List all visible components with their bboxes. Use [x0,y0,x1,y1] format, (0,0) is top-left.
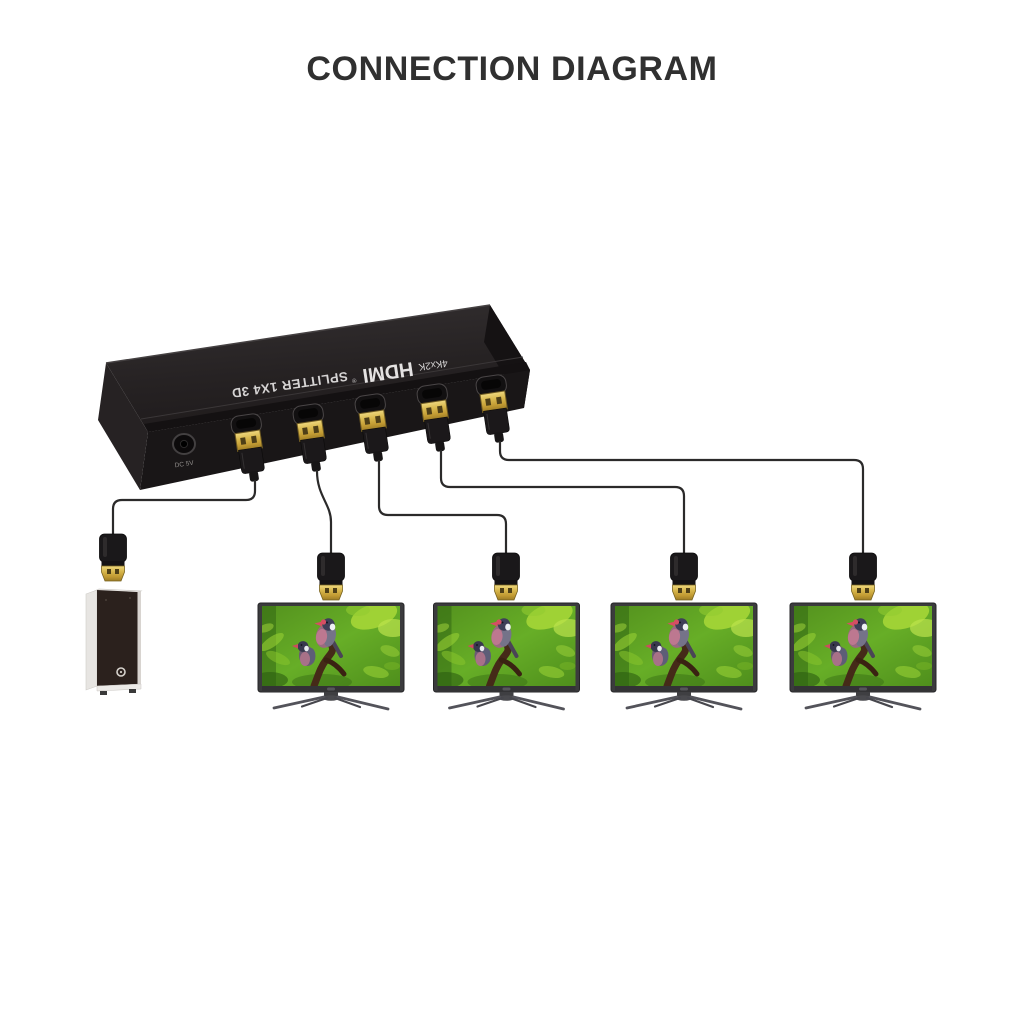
print-brand-mark: ® [351,376,357,384]
hdmi-plug-tv-3 [670,552,698,601]
hdmi-plug-tv-2 [492,552,520,601]
dc-power-label: DC 5V [174,460,195,470]
pc-front-panel [97,590,138,686]
hdmi-plug-source [99,533,127,582]
cable-output2-to-tv2 [377,459,508,555]
splitter-top-face [106,305,530,432]
print-prefix: 4Kx2K [417,357,448,372]
pc-power-button [116,667,126,677]
tv-3 [605,597,761,709]
cable-input-to-pc [111,479,257,536]
page-title: CONNECTION DIAGRAM [306,50,718,88]
tv-4 [784,597,940,709]
hdmi-plug-tv-4 [849,552,877,601]
cable-output3-to-tv3 [439,449,686,555]
splitter-left-face [98,363,148,490]
tv-1 [252,597,408,709]
dc-power-jack: DC 5V [172,433,196,470]
hdmi-plug-tv-1 [317,552,345,601]
pc-side-panel [85,589,98,691]
cable-output4-to-tv4 [498,440,865,555]
cable-output1-to-tv1 [315,469,333,555]
tv-2 [428,597,584,709]
source-pc-tower [85,588,143,695]
